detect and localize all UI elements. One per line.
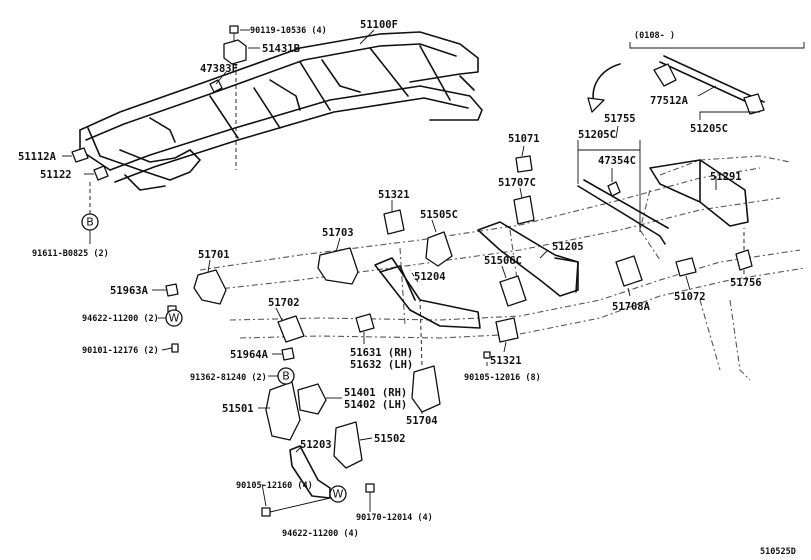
callout-51291: 51291 xyxy=(710,171,742,183)
b-symbol-upper-label: B xyxy=(86,216,94,229)
callout-51505C: 51505C xyxy=(420,209,458,221)
callout-51701: 51701 xyxy=(198,249,230,261)
nut-90170-12014 xyxy=(365,483,375,493)
callout-90105-12016: 90105-12016 (8) xyxy=(464,373,541,383)
callout-91611-B0825: 91611-B0825 (2) xyxy=(32,249,109,259)
bracket-51703 xyxy=(317,247,359,285)
callout-51204: 51204 xyxy=(414,271,446,283)
callout-51100F: 51100F xyxy=(360,19,398,31)
part-51112A xyxy=(71,147,89,163)
callout-51707C: 51707C xyxy=(498,177,536,189)
bracket-51401 xyxy=(297,383,327,415)
bracket-51708A xyxy=(615,255,643,287)
callout-51708A: 51708A xyxy=(612,301,651,313)
callout-51502: 51502 xyxy=(374,433,406,445)
part-51631 xyxy=(355,313,375,333)
callout-51703: 51703 xyxy=(322,227,354,239)
w-symbol-left-label: W xyxy=(169,312,180,325)
clip-47383F xyxy=(209,79,223,93)
callout-51205C-inset: 51205C xyxy=(690,123,728,135)
callout-51112A: 51112A xyxy=(18,151,57,163)
crossmember-51204 xyxy=(374,257,481,329)
callout-90105-12160: 90105-12160 (4) xyxy=(236,481,313,491)
callout-51501: 51501 xyxy=(222,403,254,415)
crossmember-51205 xyxy=(477,221,579,297)
bracket-51321-upper xyxy=(383,209,405,235)
bolt-90105-12016 xyxy=(483,351,491,359)
inset-box xyxy=(587,42,805,115)
callout-51756: 51756 xyxy=(730,277,762,289)
bracket-51505C xyxy=(425,231,453,267)
callout-51431B: 51431B xyxy=(262,43,300,55)
crossmember-51205C-main xyxy=(577,185,666,245)
callout-90101-12176: 90101-12176 (2) xyxy=(82,346,159,356)
bolt-90101-12176 xyxy=(171,343,179,353)
callout-51631-rh: 51631 (RH) xyxy=(350,347,413,359)
callout-47354C: 47354C xyxy=(598,155,636,167)
callout-51321-lower: 51321 xyxy=(490,355,522,367)
callout-labels: 90119-10536 (4) 51100F 51431B 47383F 511… xyxy=(18,19,796,557)
bracket-51704 xyxy=(411,365,441,413)
callout-51071: 51071 xyxy=(508,133,540,145)
part-51964A xyxy=(281,347,295,361)
inset-date-range: (0108- ) xyxy=(634,31,675,41)
callout-51402-lh: 51402 (LH) xyxy=(344,399,407,411)
callout-94622-11200-left: 94622-11200 (2) xyxy=(82,314,159,324)
bracket-51071 xyxy=(515,155,533,173)
bracket-51701 xyxy=(193,269,227,305)
callout-90170-12014: 90170-12014 (4) xyxy=(356,513,433,523)
callout-51755: 51755 xyxy=(604,113,636,125)
frame-outline xyxy=(199,155,806,381)
w-symbol-bottom-label: W xyxy=(333,488,344,501)
frame-assembly xyxy=(79,31,483,191)
w-symbol-bottom xyxy=(329,485,347,503)
callout-51964A: 51964A xyxy=(230,349,269,361)
bracket-51501 xyxy=(265,381,301,441)
callout-51321-upper: 51321 xyxy=(378,189,410,201)
bracket-51431B xyxy=(223,39,247,65)
callout-51205: 51205 xyxy=(552,241,584,253)
callout-51704: 51704 xyxy=(406,415,438,427)
bracket-51321-lower xyxy=(495,317,519,343)
callout-51122: 51122 xyxy=(40,169,72,181)
callout-51963A: 51963A xyxy=(110,285,149,297)
part-51963A xyxy=(165,283,179,297)
bracket-51502 xyxy=(333,421,363,469)
callout-51401-rh: 51401 (RH) xyxy=(344,387,407,399)
bracket-51756 xyxy=(735,249,753,271)
bracket-51707C xyxy=(513,195,535,225)
callout-51205C-main: 51205C xyxy=(578,129,616,141)
callout-51506C: 51506C xyxy=(484,255,522,267)
callout-77512A: 77512A xyxy=(650,95,689,107)
bolt-90105-12160 xyxy=(261,507,271,517)
bolt-90119 xyxy=(229,25,239,34)
callout-90119-10536: 90119-10536 (4) xyxy=(250,26,327,36)
part-51122 xyxy=(93,165,109,181)
diagram-id: 510525D xyxy=(760,547,796,557)
callout-51203: 51203 xyxy=(300,439,332,451)
callout-51072: 51072 xyxy=(674,291,706,303)
crossmember-51291 xyxy=(649,159,749,227)
bracket-51506C xyxy=(499,275,527,307)
callout-51702: 51702 xyxy=(268,297,300,309)
bracket-51072 xyxy=(675,257,697,277)
bracket-47354C xyxy=(607,181,621,197)
leader-lines xyxy=(62,29,760,513)
callout-94622-11200-bottom: 94622-11200 (4) xyxy=(282,529,359,539)
bracket-51702 xyxy=(277,315,305,343)
callout-91362-81240: 91362-81240 (2) xyxy=(190,373,267,383)
callout-51632-lh: 51632 (LH) xyxy=(350,359,413,371)
callout-47383F: 47383F xyxy=(200,63,238,75)
b-symbol-lower-label: B xyxy=(282,370,290,383)
